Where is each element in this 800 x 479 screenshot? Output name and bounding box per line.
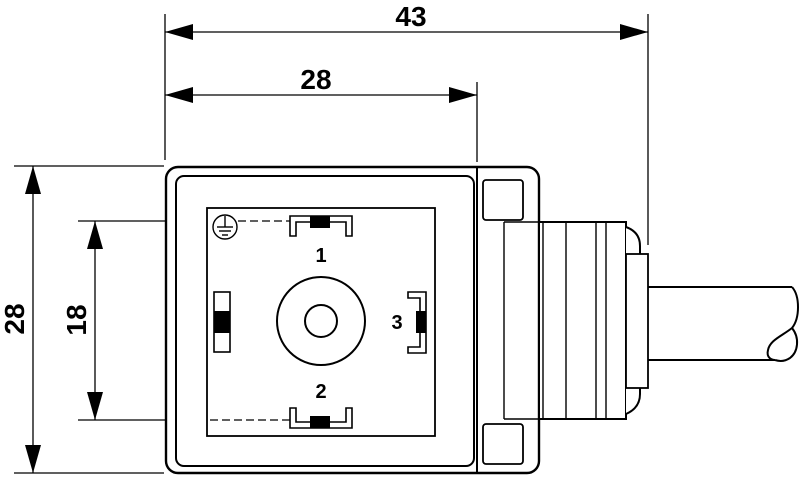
mounting-tab-top bbox=[482, 179, 524, 221]
arrowhead-bottom bbox=[25, 445, 41, 473]
cable-gland bbox=[503, 221, 649, 420]
arrowhead-left bbox=[165, 87, 193, 103]
pin-label-1: 1 bbox=[315, 245, 326, 267]
center-screw-outer bbox=[276, 276, 366, 366]
pin-label-3: 3 bbox=[391, 312, 402, 334]
mounting-tabs bbox=[482, 179, 524, 465]
pin-label-2: 2 bbox=[315, 381, 326, 403]
contact-face bbox=[206, 207, 436, 437]
contact-pin-1: 1 bbox=[289, 215, 353, 267]
contact-pin-left bbox=[213, 291, 231, 353]
arrowhead-top bbox=[87, 221, 103, 249]
center-screw bbox=[276, 276, 366, 366]
protective-earth-icon bbox=[212, 214, 238, 240]
dimension-43: 43 bbox=[165, 1, 648, 40]
cable bbox=[648, 286, 799, 362]
mounting-tab-bottom bbox=[482, 423, 524, 465]
gland-collar bbox=[625, 253, 649, 389]
contact-pin-3: 3 bbox=[391, 291, 427, 354]
arrowhead-right bbox=[620, 24, 648, 40]
connector-housing bbox=[164, 165, 541, 475]
cable-break-end bbox=[766, 286, 799, 361]
dimension-28-horizontal: 28 bbox=[165, 64, 477, 103]
dimension-18-vertical: 18 bbox=[61, 221, 103, 420]
arrowhead-top bbox=[25, 166, 41, 194]
gland-body bbox=[538, 221, 627, 420]
arrowhead-bottom bbox=[87, 392, 103, 420]
dim-label-housing-width: 28 bbox=[300, 64, 331, 95]
center-screw-inner bbox=[304, 304, 338, 338]
arrowhead-left bbox=[165, 24, 193, 40]
dim-label-housing-height: 28 bbox=[0, 303, 30, 334]
contact-pin-2: 2 bbox=[289, 381, 353, 429]
dim-label-overall-width: 43 bbox=[395, 1, 426, 32]
arrowhead-right bbox=[449, 87, 477, 103]
dimension-28-vertical: 28 bbox=[0, 166, 41, 473]
dim-label-pin-spacing: 18 bbox=[61, 304, 92, 335]
housing-front-plate bbox=[175, 175, 475, 467]
